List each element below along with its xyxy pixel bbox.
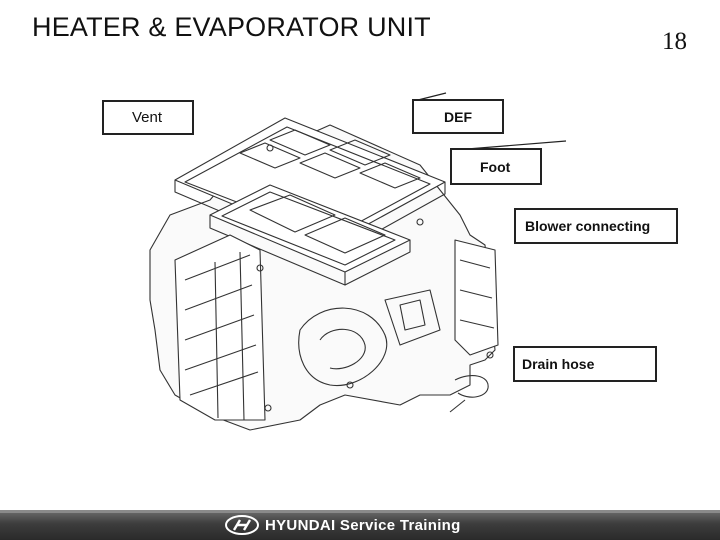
page-title: HEATER & EVAPORATOR UNIT — [32, 12, 431, 42]
def-callout: DEF — [412, 99, 504, 134]
drain-label: Drain hose — [522, 356, 595, 372]
foot-callout: Foot — [450, 148, 542, 185]
def-leader — [417, 92, 447, 101]
vent-label: Vent — [132, 109, 163, 126]
blower-label: Blower connecting — [525, 218, 651, 234]
page-number: 18 — [662, 28, 687, 55]
heater-evaporator-diagram — [109, 92, 649, 431]
footer-logo: HYUNDAI Service Training — [225, 515, 461, 535]
hyundai-h-logo-icon — [225, 515, 259, 535]
footer-bar: HYUNDAI Service Training — [0, 510, 720, 540]
vent-callout: Vent — [102, 100, 194, 135]
blower-callout: Blower connecting — [514, 208, 678, 244]
drain-callout: Drain hose — [513, 346, 657, 382]
def-label: DEF — [444, 108, 472, 125]
foot-label: Foot — [480, 158, 511, 175]
footer-brand: HYUNDAI Service Training — [265, 516, 461, 534]
drain-hose — [454, 375, 489, 398]
